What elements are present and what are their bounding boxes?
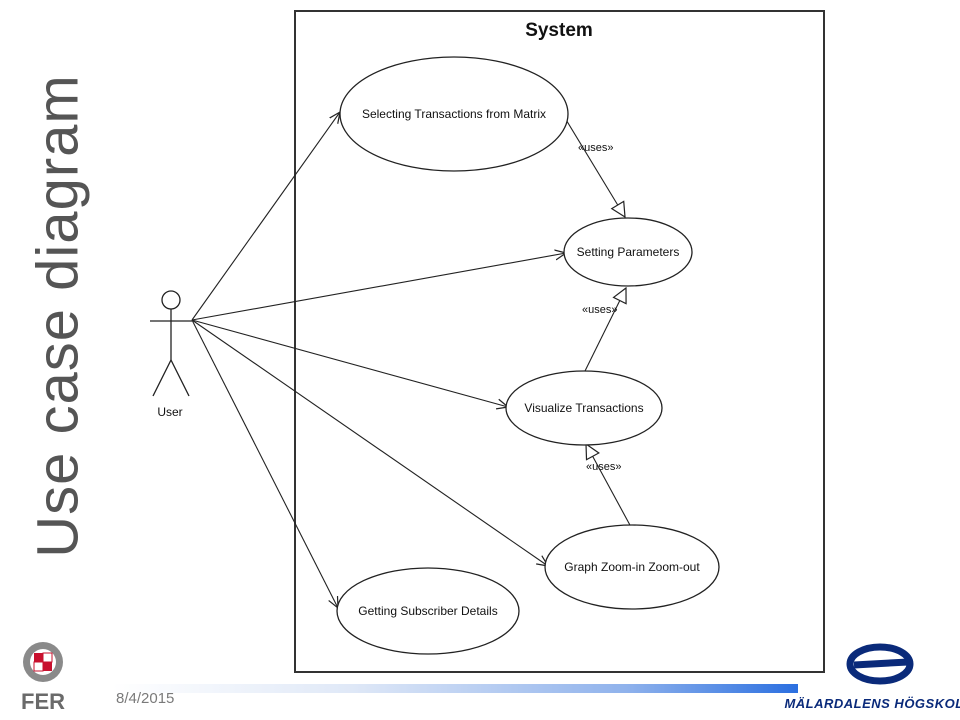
uses-visualize-setting: [583, 288, 626, 374]
uses-label-1: «uses»: [578, 142, 613, 154]
system-boundary: [294, 10, 825, 673]
actor-left-leg: [152, 359, 172, 397]
use-case-setting: Setting Parameters: [563, 217, 693, 287]
fer-logo-text: FER: [21, 689, 65, 714]
actor-user: User: [150, 290, 192, 419]
association-selecting: [191, 112, 340, 321]
use-case-zoom: Graph Zoom-in Zoom-out: [544, 524, 720, 610]
uses-zoom-visualize: [586, 444, 632, 528]
uses-selecting-setting: [564, 117, 625, 217]
use-case-label: Graph Zoom-in Zoom-out: [564, 560, 700, 574]
association-subscriber: [191, 319, 338, 608]
actor-label: User: [157, 405, 182, 419]
association-setting: [191, 253, 566, 321]
use-case-selecting: Selecting Transactions from Matrix: [339, 56, 569, 172]
mdh-logo: MÄLARDALENS HÖGSKOLA: [784, 643, 960, 711]
uses-label-2: «uses»: [582, 304, 617, 316]
use-case-label: Selecting Transactions from Matrix: [362, 107, 546, 121]
use-case-label: Visualize Transactions: [524, 401, 643, 415]
use-case-label: Getting Subscriber Details: [358, 604, 497, 618]
association-zoom: [191, 319, 548, 566]
actor-right-leg: [170, 359, 190, 397]
association-visualize: [191, 319, 508, 407]
uses-label-3: «uses»: [586, 461, 621, 473]
system-label: System: [525, 20, 593, 41]
mdh-logo-mark: [846, 643, 914, 685]
use-case-label: Setting Parameters: [577, 245, 680, 259]
fer-logo: FER: [21, 642, 65, 714]
use-case-subscriber: Getting Subscriber Details: [336, 567, 520, 655]
use-case-visualize: Visualize Transactions: [505, 370, 663, 446]
mdh-logo-text: MÄLARDALENS HÖGSKOLA: [784, 696, 960, 711]
actor-head: [161, 290, 181, 310]
footer-date: 8/4/2015: [116, 690, 175, 707]
footer-gradient-bar: [112, 684, 798, 693]
